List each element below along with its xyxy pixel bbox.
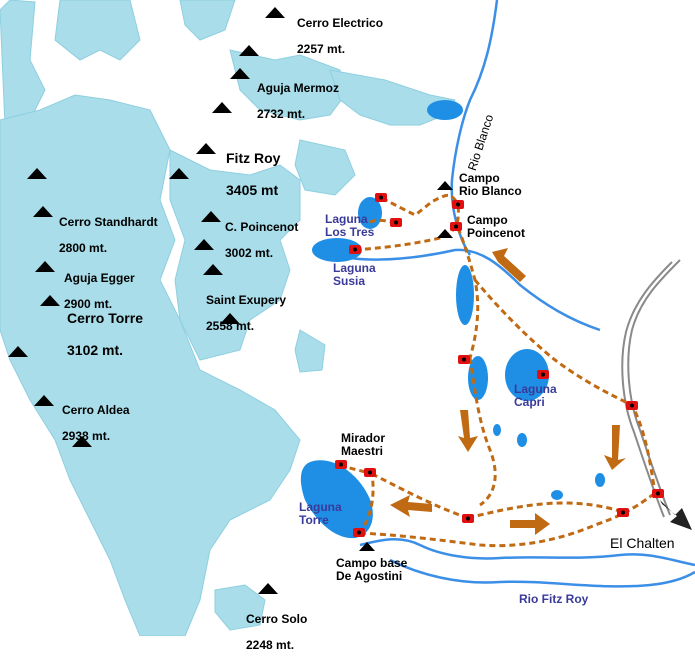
rivers: [349, 0, 695, 588]
campsite-icon: [617, 508, 629, 517]
place-label-campo-poincenot: Campo Poincenot: [467, 213, 526, 240]
peak-triangle-icon: [194, 239, 214, 250]
peak-altitude: 2938 mt.: [62, 429, 111, 443]
peak-altitude: 2900 mt.: [64, 297, 113, 311]
direction-arrow-icon: [660, 500, 692, 530]
place-label-campo-de-agostini: Campo base De Agostini: [336, 556, 408, 583]
peak-altitude: 2257 mt.: [297, 42, 346, 56]
trekking-map: [0, 0, 695, 636]
peak-triangle-icon: [201, 211, 221, 222]
peak-label-cerro-electrico: Cerro Electrico 2257 mt.: [297, 4, 383, 69]
direction-arrows: [390, 248, 692, 535]
peak-altitude: 2732 mt.: [257, 107, 306, 121]
peak-triangle-icon: [212, 102, 232, 113]
peak-altitude: 3405 mt: [226, 182, 279, 198]
peak-triangle-icon: [239, 45, 259, 56]
peak-triangle-icon: [40, 295, 60, 306]
direction-arrow-icon: [390, 495, 432, 517]
peak-triangle-icon: [265, 7, 285, 18]
peak-label-saint-exupery: Saint Exupery 2558 mt.: [206, 281, 286, 346]
campsite-icon: [652, 489, 664, 498]
peak-triangle-icon: [169, 168, 189, 179]
peak-triangle-icon: [437, 229, 453, 238]
place-label-mirador-maestri: Mirador Maestri: [341, 431, 386, 458]
peak-name: Cerro Aldea: [62, 403, 130, 417]
campsite-icon: [364, 468, 376, 477]
lake-label-los-tres: Laguna Los Tres: [325, 212, 375, 239]
peak-label-aguja-egger: Aguja Egger 2900 mt.: [64, 259, 135, 324]
direction-arrow-icon: [604, 425, 626, 470]
peak-label-cerro-standhardt: Cerro Standhardt 2800 mt.: [59, 203, 158, 268]
peak-name: Saint Exupery: [206, 293, 287, 307]
peak-triangles: [8, 7, 453, 594]
direction-arrow-icon: [510, 513, 550, 535]
peak-altitude: 2248 mt.: [246, 638, 295, 652]
peak-altitude: 3102 mt.: [67, 342, 124, 358]
peak-triangle-icon: [220, 313, 240, 324]
lake-label-capri: Laguna Capri: [514, 382, 557, 409]
peak-triangle-icon: [230, 68, 250, 79]
peak-altitude: 2558 mt.: [206, 319, 255, 333]
peak-triangle-icon: [35, 261, 55, 272]
lakes: [300, 100, 605, 539]
peak-label-cerro-solo: Cerro Solo 2248 mt.: [246, 600, 307, 665]
peak-triangle-icon: [196, 143, 216, 154]
campsite-icon: [450, 222, 462, 231]
peak-label-fitz-roy: Fitz Roy 3405 mt: [226, 134, 280, 214]
peak-triangle-icon: [8, 346, 28, 357]
peak-name: Aguja Mermoz: [257, 81, 340, 95]
peak-triangle-icon: [72, 436, 92, 447]
peak-label-cerro-aldea: Cerro Aldea 2938 mt.: [62, 391, 130, 456]
campsite-icon: [537, 370, 549, 379]
peak-altitude: 3002 mt.: [225, 246, 274, 260]
campsite-icon: [452, 200, 464, 209]
campsites: [335, 193, 664, 537]
direction-arrow-icon: [492, 248, 526, 282]
road: [621, 259, 681, 518]
peak-name: Cerro Standhardt: [59, 215, 158, 229]
peak-name: Cerro Torre: [67, 310, 143, 326]
peak-triangle-icon: [33, 206, 53, 217]
peak-label-cerro-torre: Cerro Torre 3102 mt.: [67, 294, 143, 374]
peak-label-aguja-mermoz: Aguja Mermoz 2732 mt.: [257, 69, 339, 134]
peak-triangle-icon: [437, 181, 453, 190]
lake-label-susia: Laguna Susia: [333, 261, 376, 288]
lake-label-torre: Laguna Torre: [299, 500, 342, 527]
river-label-rio-fitz-roy: Rio Fitz Roy: [519, 592, 589, 606]
peak-triangle-icon: [27, 168, 47, 179]
peak-name: C. Poincenot: [225, 220, 299, 234]
trails: [339, 193, 657, 548]
campsite-icon: [353, 528, 365, 537]
peak-name: Cerro Electrico: [297, 16, 384, 30]
glacier-areas: [0, 0, 456, 636]
campsite-icon: [458, 355, 470, 364]
peak-triangle-icon: [359, 542, 375, 551]
campsite-icon: [390, 218, 402, 227]
campsite-icon: [335, 460, 347, 469]
campsite-icon: [375, 193, 387, 202]
campsite-icon: [626, 401, 638, 410]
peak-name: Fitz Roy: [226, 150, 281, 166]
peak-triangle-icon: [203, 264, 223, 275]
campsite-icon: [462, 514, 474, 523]
peak-triangle-icon: [258, 583, 278, 594]
town-label-el-chalten: El Chalten: [610, 535, 675, 551]
campsite-icon: [349, 245, 361, 254]
peak-triangle-icon: [34, 395, 54, 406]
peak-altitude: 2800 mt.: [59, 241, 108, 255]
direction-arrow-icon: [458, 410, 478, 452]
peak-name: Cerro Solo: [246, 612, 308, 626]
peak-name: Aguja Egger: [64, 271, 135, 285]
place-label-campo-rio-blanco: Campo Rio Blanco: [459, 171, 522, 198]
peak-label-c-poincenot: C. Poincenot 3002 mt.: [225, 208, 298, 273]
